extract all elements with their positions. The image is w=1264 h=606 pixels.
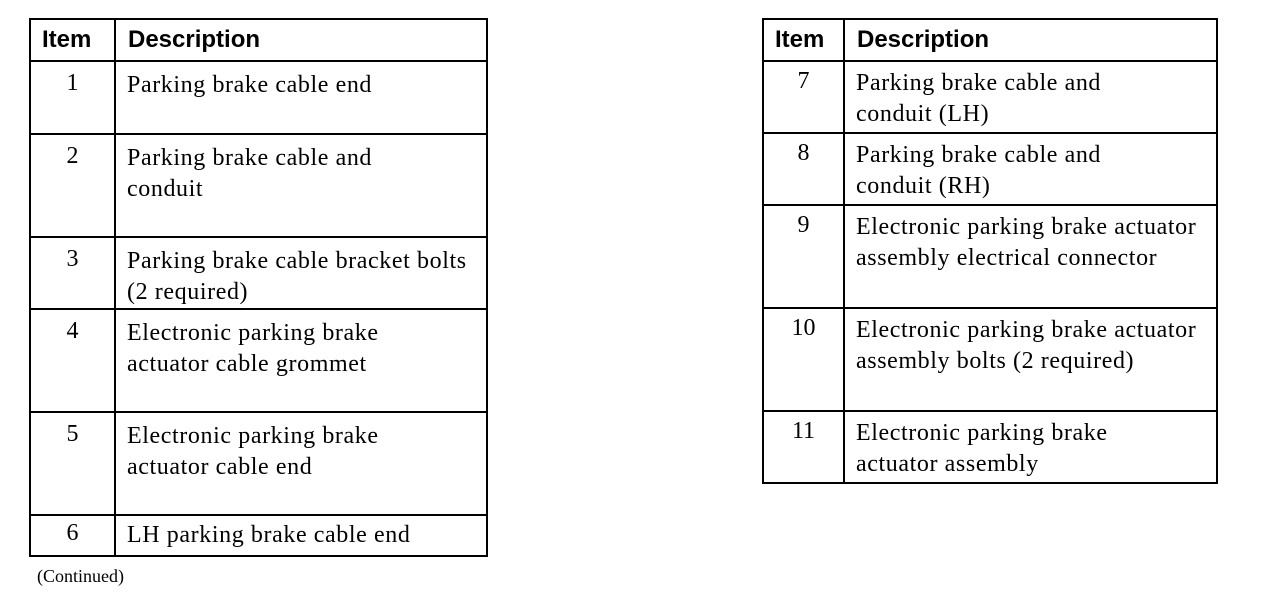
table-row: 4 Electronic parking brake actuator cabl… xyxy=(29,308,488,413)
header-row: Item Description xyxy=(762,18,1218,62)
item-number: 5 xyxy=(29,411,116,516)
item-number: 8 xyxy=(762,132,845,206)
table-row: 1 Parking brake cable end xyxy=(29,60,488,135)
item-column-header: Item xyxy=(762,18,845,62)
item-description: Parking brake cable and conduit xyxy=(114,133,488,238)
continued-note: (Continued) xyxy=(37,566,124,586)
table-row: 6 LH parking brake cable end xyxy=(29,514,488,557)
table-row: 8 Parking brake cable and conduit (RH) xyxy=(762,132,1218,206)
item-description: LH parking brake cable end xyxy=(114,514,488,557)
item-number: 6 xyxy=(29,514,116,557)
header-row: Item Description xyxy=(29,18,488,62)
item-description: Electronic parking brake actuator cable … xyxy=(114,308,488,413)
item-number: 4 xyxy=(29,308,116,413)
table-row: 11 Electronic parking brake actuator ass… xyxy=(762,410,1218,484)
description-column-header: Description xyxy=(114,18,488,62)
item-description: Parking brake cable and conduit (RH) xyxy=(843,132,1218,206)
item-description: Parking brake cable and conduit (LH) xyxy=(843,60,1218,134)
table-row: 7 Parking brake cable and conduit (LH) xyxy=(762,60,1218,134)
item-number: 9 xyxy=(762,204,845,309)
item-number: 7 xyxy=(762,60,845,134)
item-description: Parking brake cable bracket bolts (2 req… xyxy=(114,236,488,310)
item-description: Electronic parking brake actuator assemb… xyxy=(843,204,1218,309)
item-number: 3 xyxy=(29,236,116,310)
item-description: Electronic parking brake actuator cable … xyxy=(114,411,488,516)
item-description: Electronic parking brake actuator assemb… xyxy=(843,410,1218,484)
item-number: 1 xyxy=(29,60,116,135)
table-row: 5 Electronic parking brake actuator cabl… xyxy=(29,411,488,516)
item-description: Electronic parking brake actuator assemb… xyxy=(843,307,1218,412)
table-row: 9 Electronic parking brake actuator asse… xyxy=(762,204,1218,309)
table-row: 2 Parking brake cable and conduit xyxy=(29,133,488,238)
item-number: 11 xyxy=(762,410,845,484)
legend-table-right: Item Description 7 Parking brake cable a… xyxy=(762,18,1218,484)
item-description: Parking brake cable end xyxy=(114,60,488,135)
legend-table-left: Item Description 1 Parking brake cable e… xyxy=(29,18,488,557)
item-number: 2 xyxy=(29,133,116,238)
item-number: 10 xyxy=(762,307,845,412)
description-column-header: Description xyxy=(843,18,1218,62)
table-row: 3 Parking brake cable bracket bolts (2 r… xyxy=(29,236,488,310)
item-column-header: Item xyxy=(29,18,116,62)
table-row: 10 Electronic parking brake actuator ass… xyxy=(762,307,1218,412)
